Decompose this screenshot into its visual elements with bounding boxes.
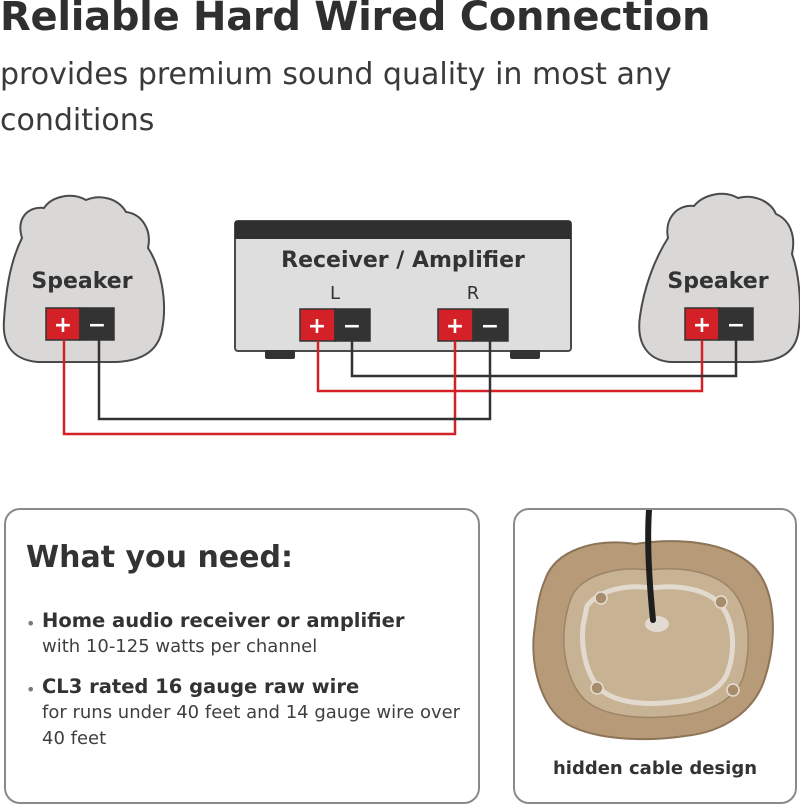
rock-speaker-underside-image xyxy=(532,510,774,741)
requirements-list: • Home audio receiver or amplifier with … xyxy=(26,608,466,766)
receiver-right-minus-terminal xyxy=(472,308,509,342)
receiver-left-minus-sign: − xyxy=(343,314,361,339)
right-speaker-label: Speaker xyxy=(667,269,768,294)
receiver-left-plus-terminal xyxy=(299,308,336,342)
right-speaker-plus-terminal xyxy=(684,307,720,341)
right-speaker-minus-terminal xyxy=(718,307,754,341)
channel-left-label: L xyxy=(330,283,340,304)
wire-right-plus-to-left-speaker-plus xyxy=(62,340,457,436)
requirement-head: Home audio receiver or amplifier xyxy=(42,609,405,632)
requirement-detail: for runs under 40 feet and 14 gauge wire… xyxy=(42,702,461,749)
list-item: • Home audio receiver or amplifier with … xyxy=(26,608,466,660)
bullet-icon: • xyxy=(26,680,36,699)
receiver-body xyxy=(234,220,572,352)
requirements-card: What you need: • Home audio receiver or … xyxy=(4,508,480,804)
right-speaker-minus-sign: − xyxy=(727,313,745,338)
wiring-diagram: Speaker + − Speaker + − Receiver / Ampli… xyxy=(2,192,800,436)
requirement-head: CL3 rated 16 gauge raw wire xyxy=(42,675,360,698)
receiver-top-panel xyxy=(235,221,571,239)
channel-right-label: R xyxy=(467,283,480,304)
wire-right-minus-to-left-speaker-minus xyxy=(97,340,492,421)
left-speaker-minus-terminal xyxy=(79,307,115,341)
requirement-detail: with 10-125 watts per channel xyxy=(42,636,318,657)
wire-left-minus-to-right-speaker-minus xyxy=(350,340,738,378)
bullet-icon: • xyxy=(26,614,36,633)
headline: Reliable Hard Wired Connection xyxy=(0,0,711,40)
receiver-right-plus-sign: + xyxy=(446,314,464,339)
left-speaker-label: Speaker xyxy=(31,269,132,294)
receiver-left-minus-terminal xyxy=(334,308,371,342)
left-speaker-minus-sign: − xyxy=(88,313,106,338)
receiver-left-plus-sign: + xyxy=(308,314,326,339)
subline: provides premium sound quality in most a… xyxy=(0,57,672,138)
receiver-left-foot xyxy=(265,350,295,359)
right-speaker-rock xyxy=(638,192,800,363)
list-item: • CL3 rated 16 gauge raw wire for runs u… xyxy=(26,674,466,752)
receiver-label: Receiver / Amplifier xyxy=(281,248,525,273)
receiver-right-minus-sign: − xyxy=(481,314,499,339)
requirements-title: What you need: xyxy=(26,540,293,575)
left-speaker-plus-sign: + xyxy=(54,313,72,338)
photo-caption: hidden cable design xyxy=(552,758,758,779)
left-speaker-rock xyxy=(2,194,165,363)
receiver-right-foot xyxy=(510,350,540,359)
left-speaker-plus-terminal xyxy=(45,307,81,341)
right-speaker-plus-sign: + xyxy=(693,313,711,338)
product-photo-card: hidden cable design xyxy=(513,508,797,804)
wire-left-plus-to-right-speaker-plus xyxy=(316,340,704,393)
